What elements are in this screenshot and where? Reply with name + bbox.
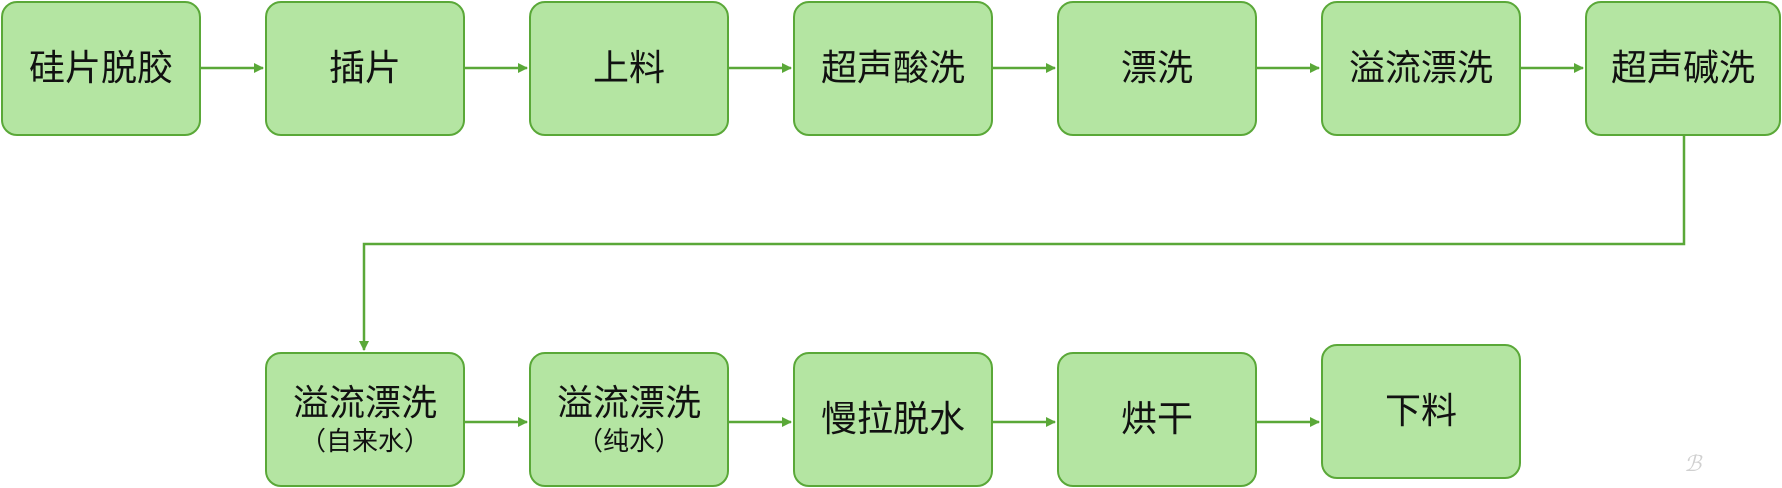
arrow-7-to-8	[359, 136, 1686, 351]
step-loading: 上料	[529, 1, 729, 136]
step-label: 下料	[1384, 390, 1457, 432]
watermark-logo: ℬ	[1684, 452, 1702, 477]
step-overflow-rinse: 溢流漂洗	[1321, 1, 1521, 136]
step-rinse: 漂洗	[1057, 1, 1257, 136]
step-overflow-rinse-pure-water: 溢流漂洗 （纯水）	[529, 352, 729, 487]
step-label: 插片	[328, 47, 401, 89]
step-label: 溢流漂洗	[292, 382, 437, 424]
step-ultrasonic-alkali-wash: 超声碱洗	[1585, 1, 1781, 136]
step-unloading: 下料	[1321, 344, 1521, 479]
step-label: 慢拉脱水	[820, 398, 965, 440]
step-silicon-degumming: 硅片脱胶	[1, 1, 201, 136]
step-note: （自来水）	[299, 426, 430, 457]
step-overflow-rinse-tap-water: 溢流漂洗 （自来水）	[265, 352, 465, 487]
step-label: 硅片脱胶	[28, 47, 173, 89]
step-label: 烘干	[1120, 398, 1193, 440]
step-slow-pull-dewatering: 慢拉脱水	[793, 352, 993, 487]
step-label: 漂洗	[1120, 47, 1193, 89]
step-label: 超声酸洗	[820, 47, 965, 89]
step-note: （纯水）	[576, 426, 681, 457]
step-label: 超声碱洗	[1610, 47, 1755, 89]
step-wafer-insertion: 插片	[265, 1, 465, 136]
step-label: 溢流漂洗	[1348, 47, 1493, 89]
step-ultrasonic-acid-wash: 超声酸洗	[793, 1, 993, 136]
step-drying: 烘干	[1057, 352, 1257, 487]
step-label: 溢流漂洗	[556, 382, 701, 424]
step-label: 上料	[592, 47, 665, 89]
